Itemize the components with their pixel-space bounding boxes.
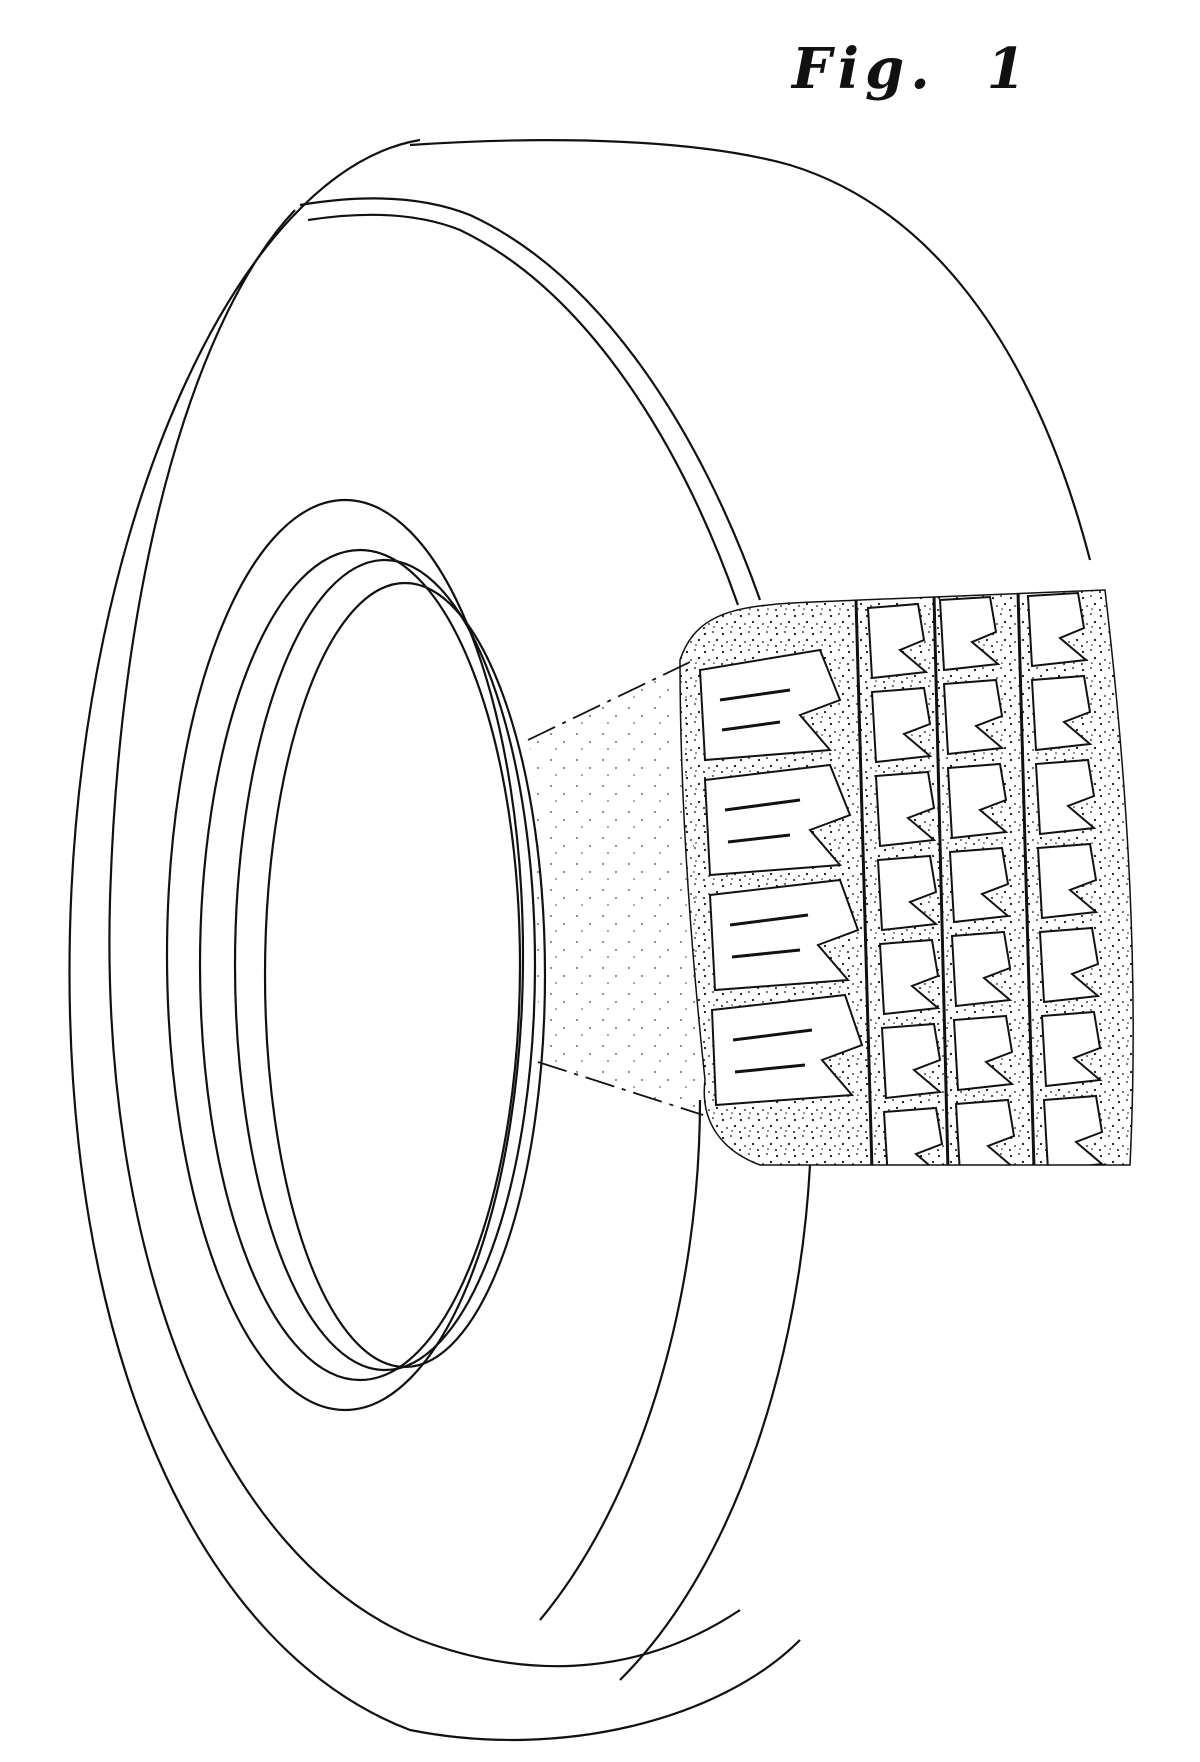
tread-block xyxy=(950,930,1013,1008)
block-column-1 xyxy=(866,602,945,1165)
tread-block xyxy=(876,854,939,932)
tread-block xyxy=(948,846,1011,924)
bead-middle xyxy=(198,548,522,1382)
tread-patch-border xyxy=(679,589,1134,1166)
tread-block xyxy=(878,938,941,1016)
bead-outer xyxy=(165,498,525,1412)
tread-lug xyxy=(703,763,852,877)
bead-inner xyxy=(233,558,537,1372)
shoulder-lugs xyxy=(698,648,864,1107)
lug-sipes xyxy=(719,688,813,1074)
groove-line xyxy=(1016,591,1036,1165)
tread-block xyxy=(866,602,929,680)
tread-block xyxy=(938,595,1001,672)
projection-lines xyxy=(527,661,704,1116)
tread-block xyxy=(954,1098,1017,1165)
inner-shoulder-edge xyxy=(108,209,741,1668)
tread-block xyxy=(1036,842,1099,920)
tread-block xyxy=(882,1106,945,1165)
figure-label: Fig. 1 xyxy=(792,36,1032,102)
tread-block xyxy=(1040,1010,1103,1088)
tread-block xyxy=(1026,591,1089,668)
projection-line-top xyxy=(527,661,691,741)
tread-lug xyxy=(698,648,842,762)
tread-patch xyxy=(680,590,1134,1165)
block-column-2 xyxy=(938,595,1017,1165)
block-column-3 xyxy=(1026,591,1105,1165)
tread-block xyxy=(874,770,937,848)
shoulder-ridge-2 xyxy=(307,213,740,606)
tread-block xyxy=(1034,758,1097,836)
groove-line xyxy=(854,599,874,1165)
lower-crown xyxy=(619,1164,812,1681)
circumferential-grooves xyxy=(854,591,1036,1165)
tread-block xyxy=(880,1022,943,1100)
tread-block xyxy=(1030,674,1093,752)
tread-block xyxy=(952,1014,1015,1092)
tread-lug xyxy=(708,878,860,992)
sidewall-shading xyxy=(530,665,700,1115)
shoulder-edge xyxy=(409,139,1092,561)
groove-line xyxy=(932,595,950,1165)
bead-innermost xyxy=(263,581,547,1369)
tread-block xyxy=(942,678,1005,756)
lower-shoulder xyxy=(539,1099,702,1621)
outer-sidewall-edge xyxy=(68,138,801,1742)
tread-block xyxy=(1038,926,1101,1004)
shoulder-ridge xyxy=(299,197,762,601)
projection-line-bottom xyxy=(537,1061,704,1116)
tread-block xyxy=(946,762,1009,840)
tread-block xyxy=(1042,1094,1105,1165)
tread-block xyxy=(870,686,933,764)
tread-lug xyxy=(710,993,864,1107)
